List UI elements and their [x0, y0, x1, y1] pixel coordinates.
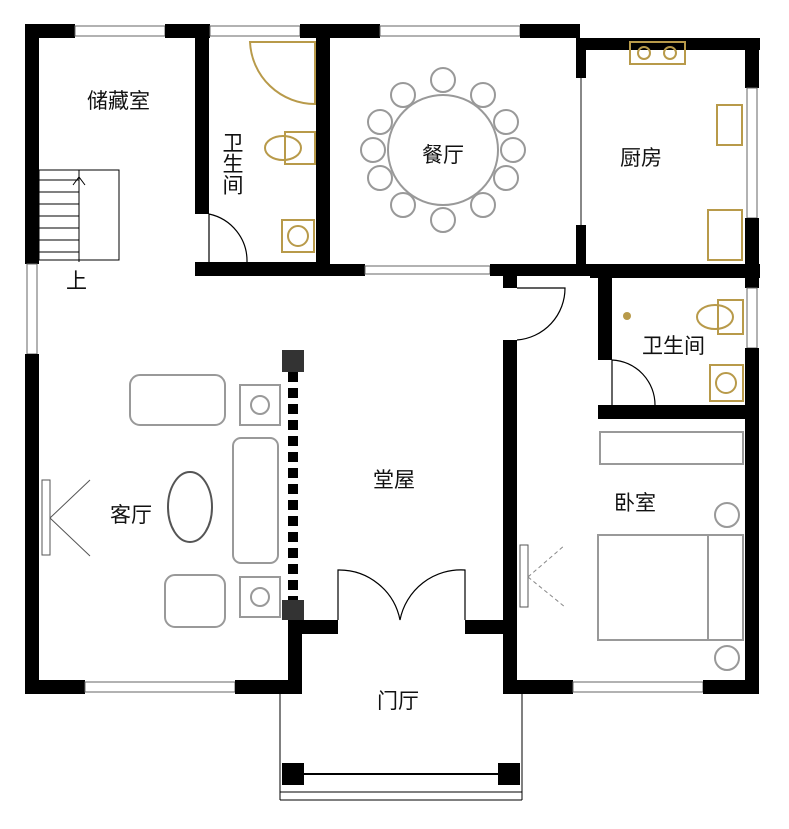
dining-table — [360, 67, 526, 233]
kitchen-fixtures — [629, 41, 743, 261]
stairs-up-label: 上 — [66, 269, 87, 293]
bedroom-furniture — [519, 431, 744, 671]
room-label-bathroom-1: 卫生间 — [220, 132, 244, 195]
living-furniture — [41, 350, 304, 628]
stairs — [38, 169, 120, 262]
doors — [208, 213, 656, 621]
room-labels: 储藏室 卫生间 餐厅 厨房 上 卫生间 堂屋 客厅 卧室 门厅 — [66, 89, 705, 713]
room-label-kitchen: 厨房 — [620, 146, 662, 170]
room-label-dining: 餐厅 — [422, 143, 464, 167]
walls — [25, 24, 760, 801]
room-label-living: 客厅 — [110, 503, 152, 527]
room-label-entry-hall: 门厅 — [377, 689, 419, 713]
room-label-main-hall: 堂屋 — [373, 468, 415, 492]
room-label-bedroom: 卧室 — [614, 491, 656, 515]
bathroom-fixtures — [248, 41, 744, 402]
room-label-bathroom-2: 卫生间 — [642, 334, 705, 358]
room-label-storage: 储藏室 — [87, 89, 150, 113]
